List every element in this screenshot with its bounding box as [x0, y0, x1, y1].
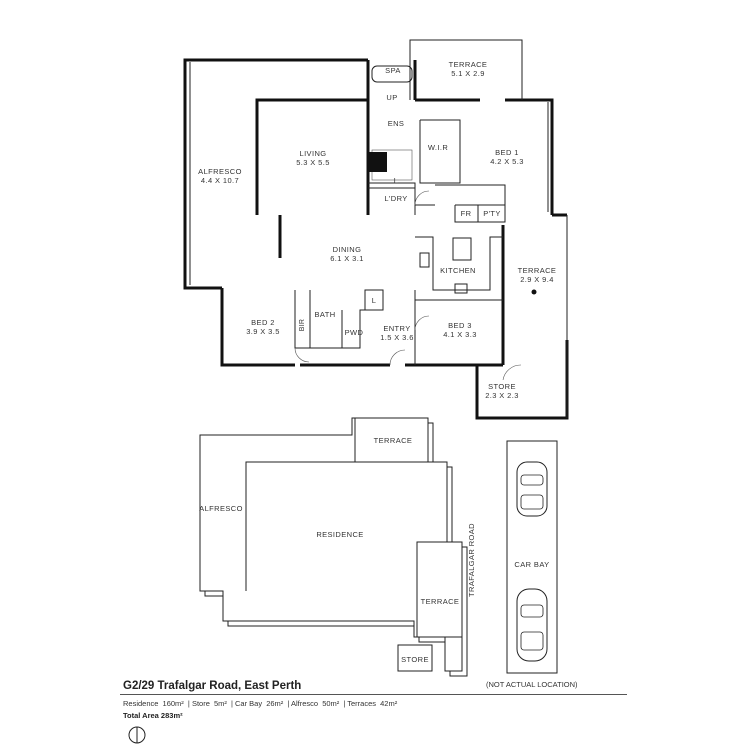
pantry-wall	[454, 204, 506, 223]
area-label: Terraces	[347, 699, 377, 708]
label-living: LIVING	[300, 149, 327, 158]
terrace-post	[531, 289, 537, 295]
site-store	[397, 644, 433, 672]
site-plan: TERRACE ALFRESCO RESIDENCE TERRACE STORE…	[199, 417, 558, 677]
terrace-right-outer	[528, 340, 569, 420]
label-terrace-right-size: 2.9 X 9.4	[520, 275, 554, 284]
main-floor-plan: SPA TERRACE 5.1 X 2.9 UP ENS W.I.R BED 1…	[183, 39, 569, 420]
label-spa: SPA	[385, 66, 401, 75]
linen-cupboard	[364, 289, 384, 311]
door-swing-laundry	[414, 190, 430, 206]
site-label-store: STORE	[401, 655, 429, 664]
label-bath: BATH	[314, 310, 335, 319]
label-entry: ENTRY	[383, 324, 410, 333]
label-l-bath: L	[372, 296, 377, 305]
label-bed1-size: 4.2 X 5.3	[490, 157, 524, 166]
door-swing-bed3	[414, 315, 430, 331]
alfresco-outer-wall	[183, 58, 368, 290]
bed2-outer-wall	[220, 288, 295, 367]
label-pty: P'TY	[483, 209, 501, 218]
label-dining: DINING	[333, 245, 362, 254]
label-entry-size: 1.5 X 3.6	[380, 333, 414, 342]
door-swing-bed2	[294, 347, 310, 363]
label-dining-size: 6.1 X 3.1	[330, 254, 364, 263]
site-label-terrace-top: TERRACE	[374, 436, 413, 445]
label-bed3: BED 3	[448, 321, 472, 330]
sink	[419, 252, 430, 268]
site-terrace-side	[416, 541, 463, 638]
label-bed3-size: 4.1 X 3.3	[443, 330, 477, 339]
area-value: 50m²	[322, 699, 340, 708]
car-bay-outline	[506, 440, 558, 674]
label-terrace-top-size: 5.1 X 2.9	[451, 69, 485, 78]
laundry-wall	[368, 187, 435, 206]
bath-wall	[294, 290, 384, 349]
site-label-road: TRAFALGAR ROAD	[467, 523, 476, 597]
ensuite-cabinet	[369, 152, 387, 172]
label-pwd: PWD	[345, 328, 364, 337]
area-label: Residence	[123, 699, 159, 708]
label-l-ens: L	[394, 176, 399, 185]
cooktop	[454, 283, 468, 294]
footer-divider	[120, 694, 627, 695]
bed1-south-wall	[435, 184, 506, 205]
store-wall	[475, 365, 528, 420]
living-inner-wall	[255, 98, 368, 215]
site-terrace-top	[354, 417, 429, 463]
label-store-size: 2.3 X 2.3	[485, 391, 519, 400]
area-breakdown: Residence 160m² | Store 5m² | Car Bay 26…	[123, 699, 398, 708]
total-area: Total Area 283m²	[123, 711, 183, 720]
area-value: 42m²	[380, 699, 398, 708]
door-swing-store	[502, 364, 522, 381]
label-bir: BIR	[299, 319, 306, 332]
label-terrace-top: TERRACE	[449, 60, 488, 69]
north-arrow-icon	[128, 726, 146, 744]
bed1-north-wall-b	[505, 98, 554, 215]
terrace-top-outline	[409, 39, 523, 100]
area-value: 160m²	[162, 699, 184, 708]
area-label: Car Bay	[235, 699, 263, 708]
property-address: G2/29 Trafalgar Road, East Perth	[123, 680, 302, 692]
label-bed1: BED 1	[495, 148, 519, 157]
label-terrace-right: TERRACE	[518, 266, 557, 275]
spa-tub	[371, 65, 413, 83]
kitchen-bench	[415, 236, 503, 291]
label-kitchen: KITCHEN	[440, 266, 476, 275]
label-up: UP	[386, 93, 397, 102]
site-outline	[199, 417, 463, 672]
car-bottom-icon	[516, 588, 548, 662]
area-value: 26m²	[266, 699, 284, 708]
car-top-icon	[516, 461, 548, 517]
area-label: Store	[191, 699, 210, 708]
area-value: 5m²	[213, 699, 227, 708]
label-bed2-size: 3.9 X 3.5	[246, 327, 280, 336]
label-wir: W.I.R	[428, 143, 449, 152]
label-fr: FR	[461, 209, 472, 218]
site-label-terrace-side: TERRACE	[421, 597, 460, 606]
label-alfresco: ALFRESCO	[198, 167, 242, 176]
label-ens: ENS	[388, 119, 405, 128]
site-label-alfresco: ALFRESCO	[199, 504, 243, 513]
not-actual-location-note: (NOT ACTUAL LOCATION)	[486, 680, 578, 689]
door-swing-entry	[389, 349, 406, 366]
label-ldry: L'DRY	[384, 194, 407, 203]
area-label: Alfresco	[291, 699, 319, 708]
site-label-residence: RESIDENCE	[316, 530, 363, 539]
label-bed2: BED 2	[251, 318, 275, 327]
site-label-car-bay: CAR BAY	[514, 560, 549, 569]
wir-wall	[419, 119, 461, 184]
label-store: STORE	[488, 382, 516, 391]
label-living-size: 5.3 X 5.5	[296, 158, 330, 167]
label-alfresco-size: 4.4 X 10.7	[201, 176, 239, 185]
kitchen-island	[452, 237, 472, 261]
